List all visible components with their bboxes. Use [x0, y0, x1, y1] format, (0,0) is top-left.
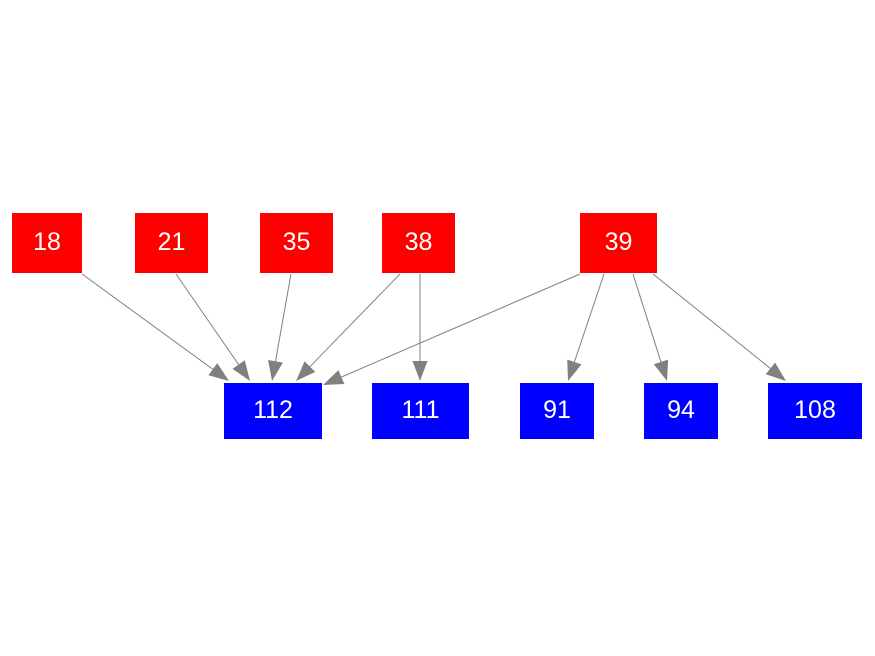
edge-arrowhead-18-to-112	[208, 363, 229, 381]
graph-node-35[interactable]: 35	[260, 213, 333, 273]
graph-node-18[interactable]: 18	[12, 213, 82, 273]
node-label: 94	[667, 395, 695, 424]
node-label: 112	[253, 395, 293, 424]
graph-node-91[interactable]: 91	[520, 383, 594, 439]
edge-arrowhead-39-to-112	[323, 370, 345, 385]
edge-line-39-to-91	[572, 273, 605, 366]
node-label: 35	[282, 227, 311, 256]
edge-arrowhead-39-to-94	[653, 359, 669, 381]
edge-line-39-to-112	[338, 273, 581, 379]
edge-line-21-to-112	[175, 273, 241, 368]
edge-line-39-to-108	[652, 273, 774, 371]
node-label: 108	[794, 395, 836, 424]
edge-line-35-to-112	[274, 273, 292, 365]
node-label: 39	[604, 227, 633, 256]
node-label: 21	[157, 227, 186, 256]
graph-node-112[interactable]: 112	[224, 383, 322, 439]
graph-node-94[interactable]: 94	[644, 383, 718, 439]
edge-arrowhead-35-to-112	[268, 359, 283, 381]
node-label: 18	[33, 227, 61, 256]
graph-node-38[interactable]: 38	[382, 213, 455, 273]
edge-line-39-to-94	[632, 273, 663, 365]
graph-node-39[interactable]: 39	[580, 213, 657, 273]
node-label: 91	[543, 395, 571, 424]
graph-node-111[interactable]: 111	[372, 383, 469, 439]
graph-node-108[interactable]: 108	[768, 383, 862, 439]
edge-arrowhead-38-to-111	[412, 361, 428, 381]
graph-node-21[interactable]: 21	[135, 213, 208, 273]
edge-arrowhead-38-to-112	[296, 361, 316, 381]
node-label: 111	[401, 395, 440, 424]
edge-arrowhead-21-to-112	[232, 360, 250, 381]
edge-line-38-to-112	[307, 273, 401, 370]
edge-line-18-to-112	[81, 273, 216, 372]
node-label: 38	[404, 227, 433, 256]
edge-arrowhead-39-to-108	[765, 362, 786, 381]
edge-arrowhead-39-to-91	[567, 359, 582, 381]
